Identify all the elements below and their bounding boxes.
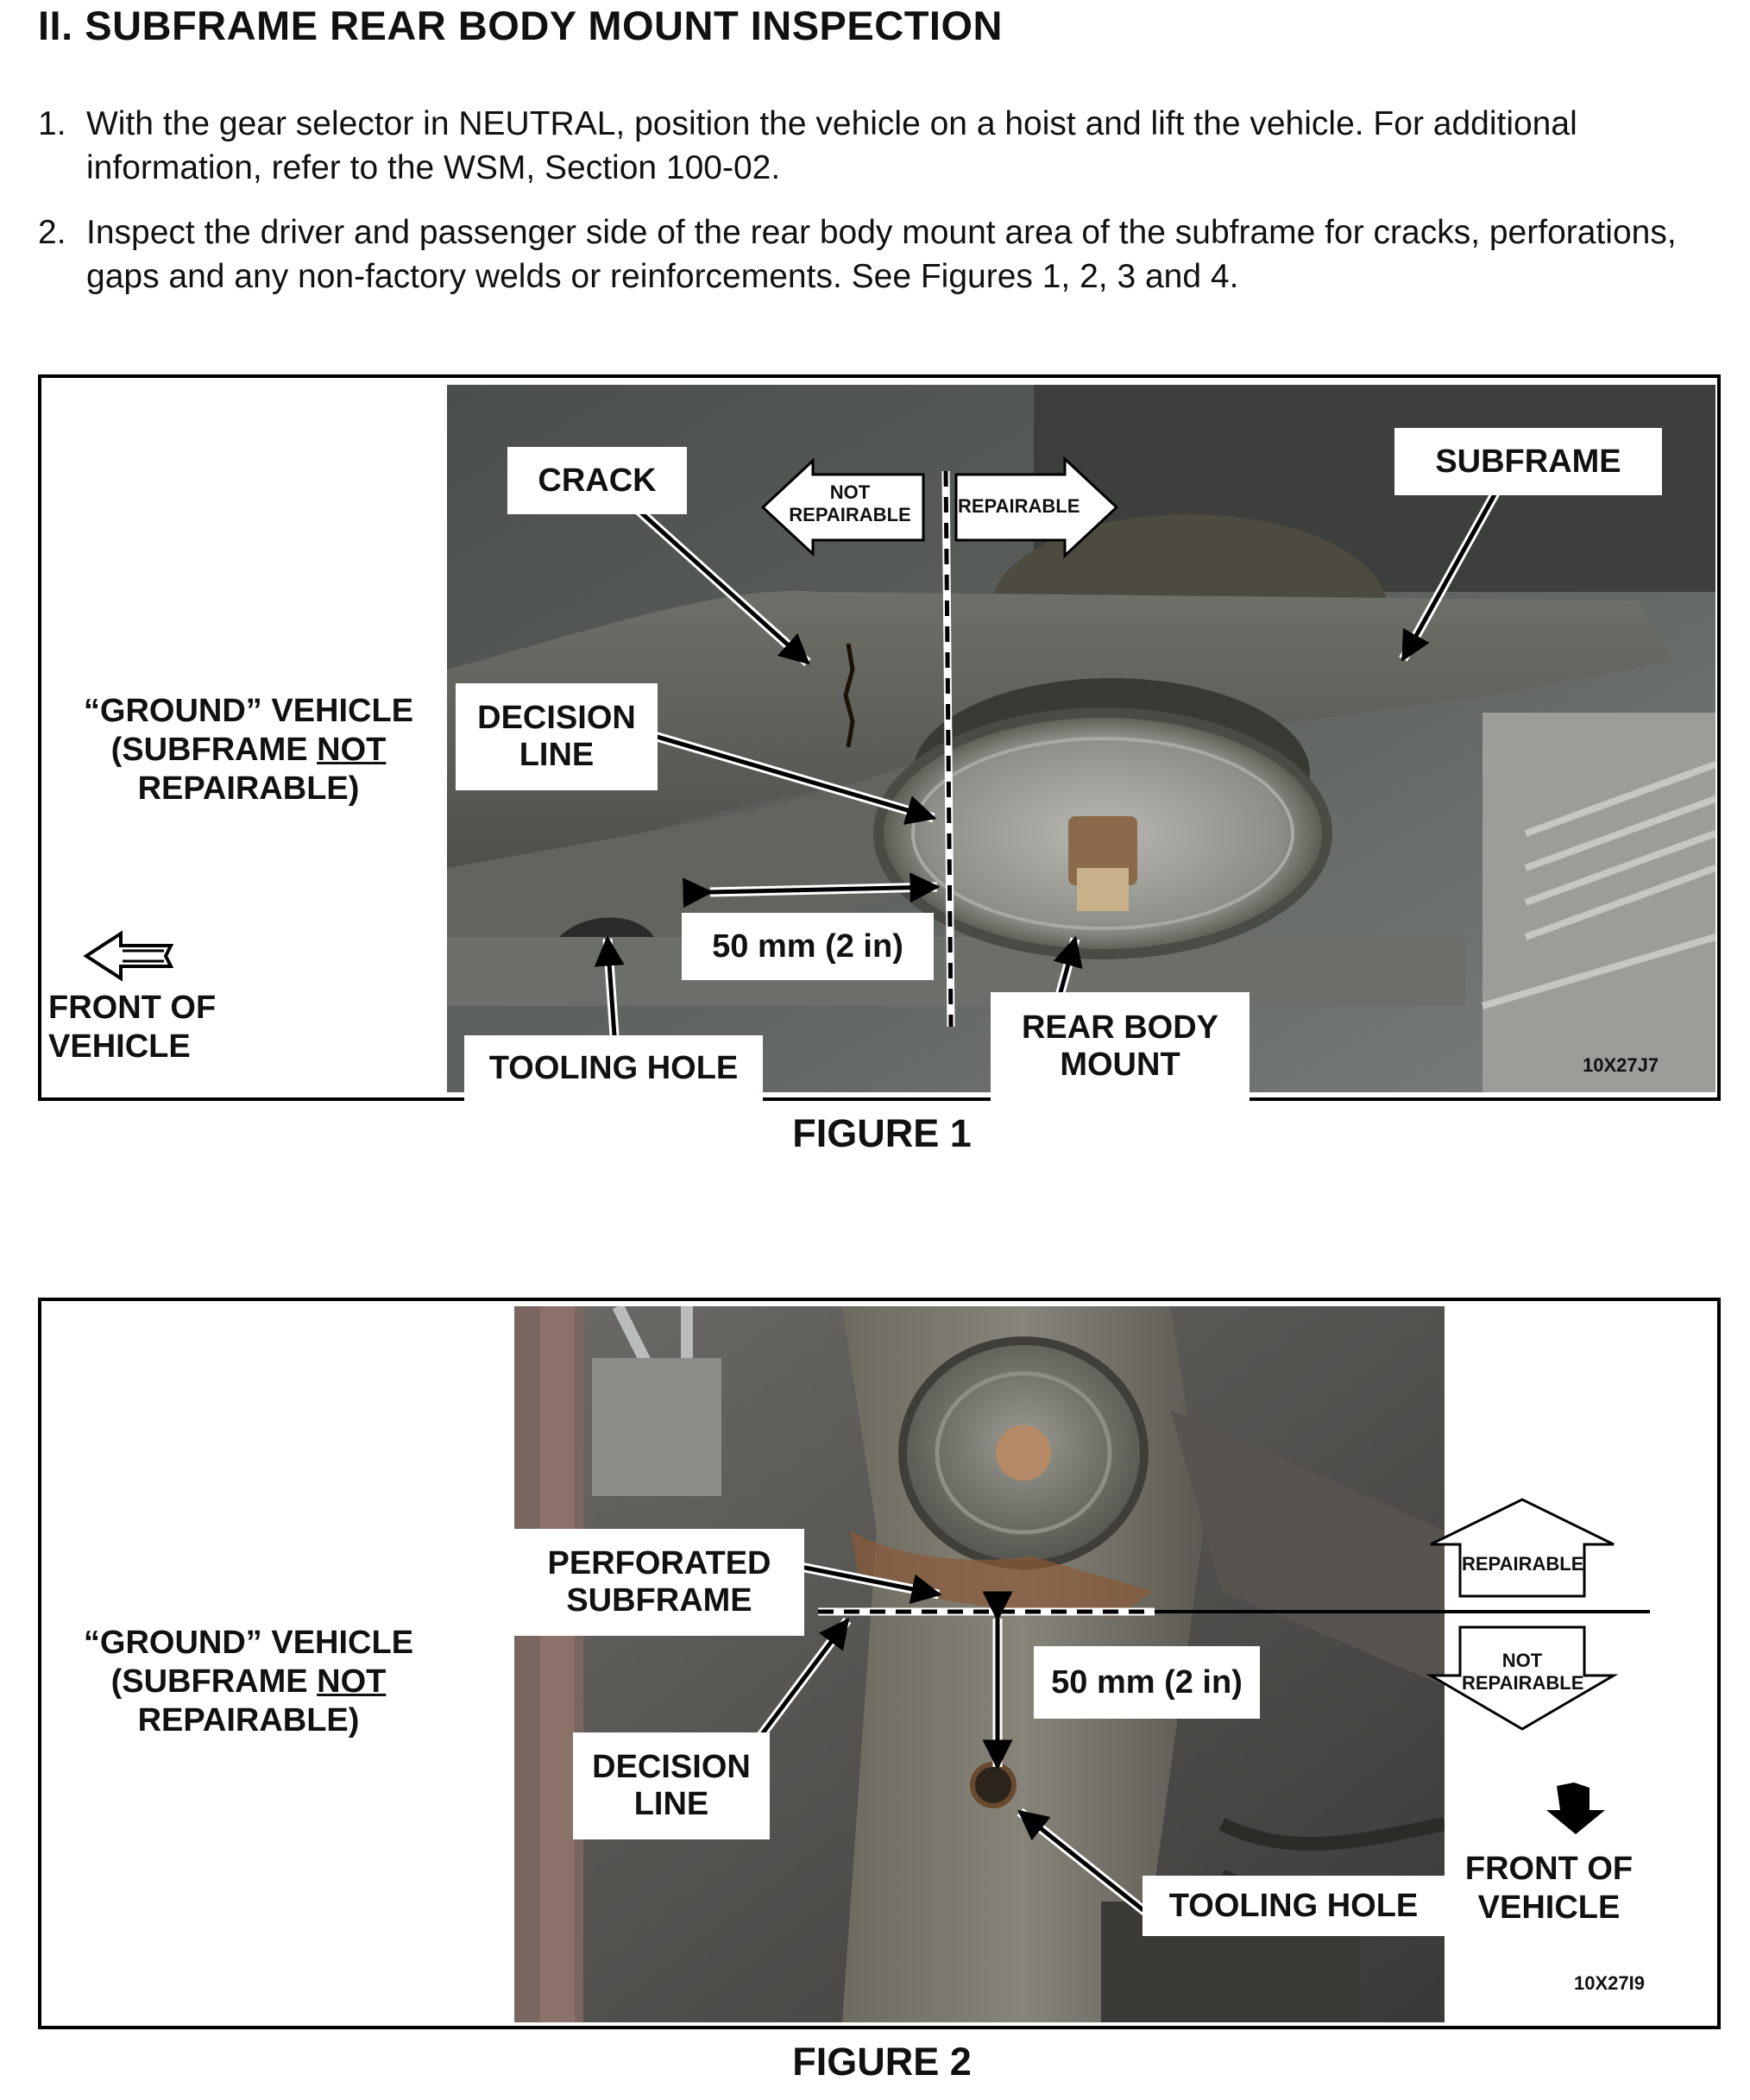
step-1: 1. With the gear selector in NEUTRAL, po… [38, 102, 1703, 197]
not-repairable-label: NOT REPAIRABLE [1462, 1650, 1583, 1694]
not-repairable-line: NOT [1501, 1650, 1543, 1671]
ground-vehicle-label: “GROUND” VEHICLE (SUBFRAME NOT REPAIRABL… [67, 1624, 430, 1739]
ground-vehicle-label: “GROUND” VEHICLE (SUBFRAME NOT REPAIRABL… [50, 692, 447, 808]
tooling-hole-label: TOOLING HOLE [1143, 1876, 1445, 1936]
ground-label-text: (SUBFRAME [110, 731, 318, 768]
step-number: 1. [38, 105, 66, 142]
ground-label-line: (SUBFRAME NOT [50, 731, 447, 770]
section-title: II. SUBFRAME REAR BODY MOUNT INSPECTION [38, 3, 1003, 48]
ground-label-line: REPAIRABLE) [137, 1701, 360, 1738]
not-repairable-line: NOT [829, 481, 871, 503]
step-text: Inspect the driver and passenger side of… [86, 214, 1677, 295]
ground-label-line: “GROUND” VEHICLE [83, 1625, 414, 1661]
ground-label-line: (SUBFRAME NOT [67, 1663, 430, 1701]
repairable-label: REPAIRABLE [1462, 1553, 1584, 1575]
figure-2-caption: FIGURE 2 [792, 2040, 972, 2084]
decision-line-text: DECISION [592, 1749, 751, 1786]
subframe-label: SUBFRAME [1394, 428, 1662, 495]
not-underlined: NOT [317, 731, 387, 768]
figure-2-frame: “GROUND” VEHICLE (SUBFRAME NOT REPAIRABL… [38, 1298, 1721, 2029]
front-label-line: FRONT OF [48, 990, 217, 1026]
figure-2-annotation-lines [745, 1498, 1650, 1918]
front-arrow-icon [83, 930, 174, 982]
step-number: 2. [38, 214, 66, 251]
step-2: 2. Inspect the driver and passenger side… [38, 211, 1703, 305]
step-text: With the gear selector in NEUTRAL, posit… [86, 105, 1577, 186]
front-of-vehicle-label: FRONT OF VEHICLE [1450, 1850, 1648, 1927]
distance-label: 50 mm (2 in) [682, 913, 934, 980]
repairable-label: REPAIRABLE [958, 495, 1080, 517]
rear-body-mount-text: MOUNT [1060, 1047, 1180, 1083]
front-label-line: VEHICLE [48, 1028, 191, 1065]
front-of-vehicle-label: FRONT OF VEHICLE [48, 989, 230, 1066]
ground-label-line: “GROUND” VEHICLE [83, 693, 414, 729]
figure-1-frame: “GROUND” VEHICLE (SUBFRAME NOT REPAIRABL… [38, 374, 1721, 1101]
not-repairable-line: REPAIRABLE [1462, 1671, 1584, 1694]
rear-body-mount-label: REAR BODY MOUNT [991, 992, 1250, 1101]
front-arrow-down-icon [1546, 1782, 1605, 1834]
not-repairable-label: NOT REPAIRABLE [777, 481, 923, 526]
not-repairable-line: REPAIRABLE [789, 503, 911, 525]
ground-label-line: REPAIRABLE) [137, 770, 360, 807]
perforated-subframe-label: PERFORATED SUBFRAME [514, 1529, 804, 1636]
decision-line-label: DECISION LINE [456, 683, 658, 790]
figure-2-ref-code: 10X27I9 [1574, 1972, 1645, 1994]
figure-1-ref-code: 10X27J7 [1583, 1054, 1659, 1076]
decision-line-label: DECISION LINE [573, 1732, 770, 1839]
perforated-subframe-text: PERFORATED [547, 1545, 771, 1582]
ground-label-text: (SUBFRAME [110, 1663, 318, 1700]
rear-body-mount-text: REAR BODY [1021, 1009, 1219, 1047]
decision-line-text: LINE [519, 737, 595, 773]
not-underlined: NOT [317, 1663, 387, 1700]
front-label-line: FRONT OF [1464, 1851, 1634, 1887]
tooling-hole-label: TOOLING HOLE [464, 1035, 763, 1101]
decision-line-text: LINE [633, 1786, 709, 1822]
crack-label: CRACK [507, 447, 687, 514]
front-label-line: VEHICLE [1477, 1889, 1621, 1926]
decision-line-text: DECISION [477, 700, 636, 737]
perforated-subframe-text: SUBFRAME [566, 1582, 752, 1619]
figure-1-caption: FIGURE 1 [792, 1111, 972, 1155]
figure-1-annotation-lines [83, 456, 1511, 1036]
distance-label: 50 mm (2 in) [1034, 1646, 1260, 1719]
